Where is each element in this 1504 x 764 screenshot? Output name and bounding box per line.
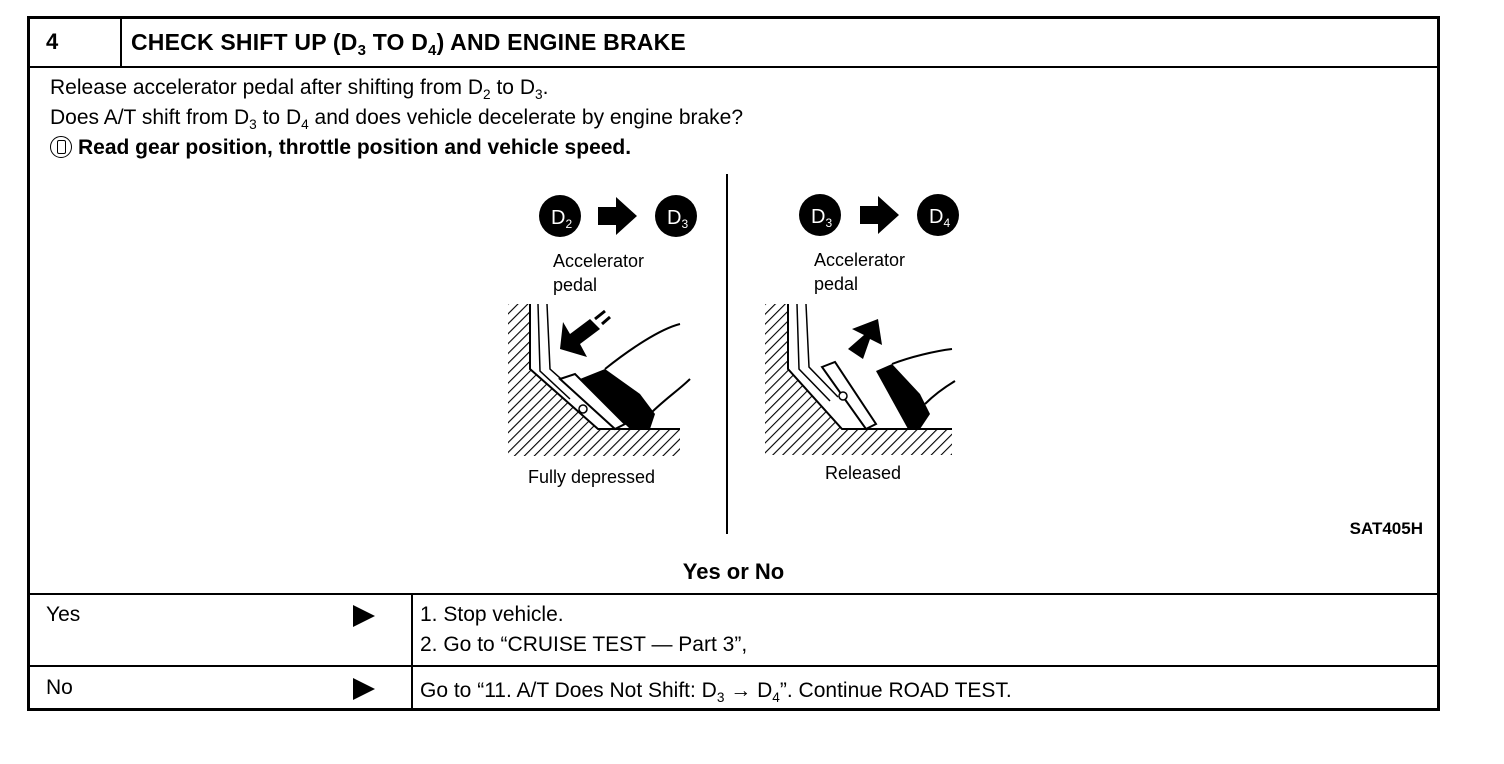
answer-yes-step2: 2. Go to “CRUISE TEST — Part 3”, (420, 633, 748, 656)
gear-badge-to (655, 195, 697, 237)
floor-hatch (508, 304, 680, 456)
shift-arrow-icon (598, 197, 637, 235)
shoe-icon (580, 369, 655, 429)
release-arrow-icon (848, 319, 882, 359)
answer-yes-step1: 1. Stop vehicle. (420, 603, 564, 626)
instruction-line-1: Release accelerator pedal after shifting… (50, 76, 549, 102)
yes-arrow-icon (353, 605, 375, 627)
pedal-illustration: D2 D3 Accelerator pedal Fully depressed (508, 174, 959, 534)
instruction-line-2: Does A/T shift from D3 to D4 and does ve… (50, 106, 744, 132)
press-arrow-icon (560, 319, 600, 357)
question-label: Yes or No (682, 559, 785, 584)
answer-no-text: Go to “11. A/T Does Not Shift: D3 → D4”.… (420, 679, 1012, 705)
pedal-label-r1: Accelerator (814, 250, 905, 270)
gear-badge-to-text: D3 (667, 207, 688, 231)
diagnostic-step-table: 4 CHECK SHIFT UP (D3 TO D4) AND ENGINE B… (27, 16, 1440, 711)
floor-hatch-right (765, 304, 952, 455)
answer-yes-label: Yes (46, 603, 81, 626)
pedal-arm-right (820, 360, 878, 431)
step-number: 4 (46, 29, 59, 54)
instruction-line-3: Read gear position, throttle position an… (50, 136, 631, 160)
consult-monitor-icon (50, 136, 72, 158)
pedal-label-l2: pedal (553, 275, 597, 295)
answer-separator-top (30, 593, 1437, 595)
step-title: CHECK SHIFT UP (D3 TO D4) AND ENGINE BRA… (131, 29, 686, 60)
gear-badge-from-right (799, 194, 841, 236)
caption-right: Released (825, 463, 901, 483)
gear-badge-to-right-text: D4 (929, 206, 950, 230)
right-panel: D3 D4 Accelerator pedal Released (765, 194, 959, 483)
gear-badge-from-text: D2 (551, 207, 572, 231)
no-arrow-icon (353, 678, 375, 700)
shoe-icon-right (876, 364, 930, 429)
gear-badge-from (539, 195, 581, 237)
shift-arrow-icon-right (860, 196, 899, 234)
header-divider (120, 19, 122, 67)
answer-no-label: No (46, 676, 73, 699)
header-separator (30, 66, 1437, 68)
caption-left: Fully depressed (528, 467, 655, 487)
left-panel: D2 D3 Accelerator pedal Fully depressed (508, 195, 697, 487)
answer-separator-mid (30, 665, 1437, 667)
pedal-label-r2: pedal (814, 274, 858, 294)
answer-divider (411, 593, 413, 711)
gear-badge-to-right (917, 194, 959, 236)
pedal-label-l1: Accelerator (553, 251, 644, 271)
figure-ref-code: SAT405H (1349, 519, 1423, 538)
gear-badge-from-right-text: D3 (811, 206, 832, 230)
